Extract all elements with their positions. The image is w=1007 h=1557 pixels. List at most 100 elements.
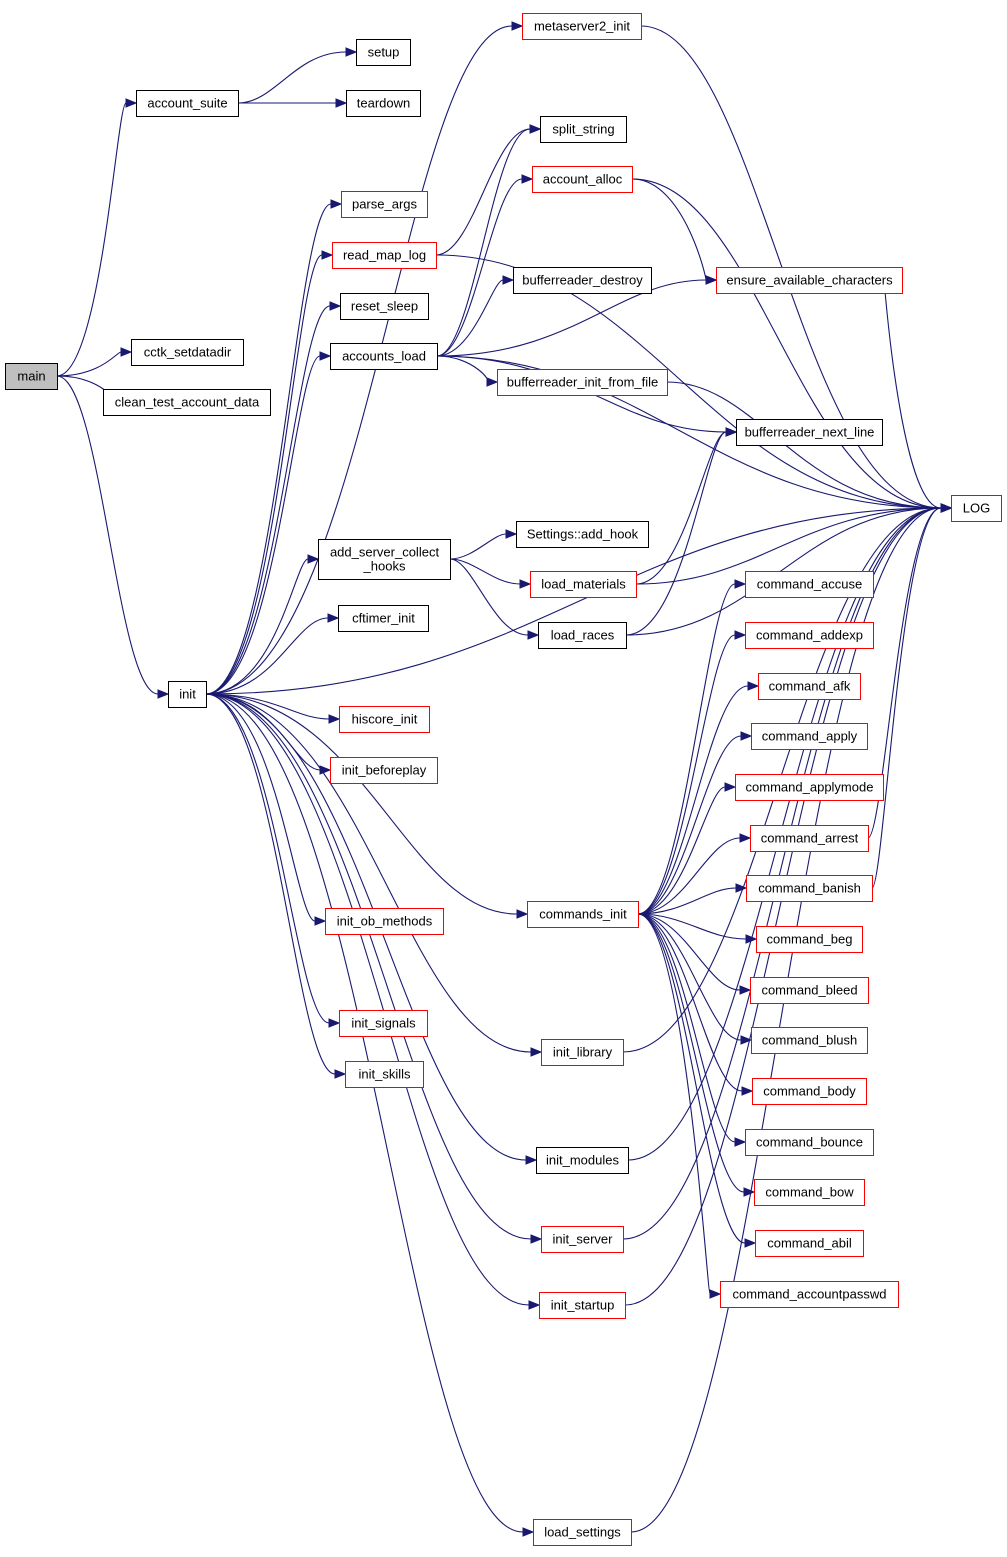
node-init-signals[interactable]: init_signals xyxy=(339,1010,428,1037)
node-load-settings[interactable]: load_settings xyxy=(533,1519,632,1546)
node-accounts-load[interactable]: accounts_load xyxy=(330,343,438,370)
node-box xyxy=(530,571,637,598)
node-init-server[interactable]: init_server xyxy=(541,1226,624,1253)
arrowhead-accounts_load-to-split_string xyxy=(529,124,542,134)
node-box xyxy=(538,622,627,649)
edge-commands_init-to-command_bounce xyxy=(637,913,736,1143)
node-cctk-setdatadir[interactable]: cctk_setdatadir xyxy=(131,339,244,366)
node-bufferreader-next-line[interactable]: bufferreader_next_line xyxy=(736,419,883,446)
node-label: Settings::add_hook xyxy=(527,527,639,542)
node-command-applymode[interactable]: command_applymode xyxy=(735,774,884,801)
node-bufferreader-destroy[interactable]: bufferreader_destroy xyxy=(513,267,652,294)
node-bufferreader-init-from-file[interactable]: bufferreader_init_from_file xyxy=(497,369,668,396)
node-main[interactable]: main xyxy=(5,363,58,390)
node-command-apply[interactable]: command_apply xyxy=(751,723,868,750)
node-box xyxy=(755,1230,864,1257)
node-box xyxy=(754,1179,865,1206)
node-load-materials[interactable]: load_materials xyxy=(530,571,637,598)
node-init-ob-methods[interactable]: init_ob_methods xyxy=(325,908,444,935)
edge-commands_init-to-command_accuse xyxy=(637,583,736,915)
edge-accounts_load-to-split_string xyxy=(436,128,531,357)
node-read-map-log[interactable]: read_map_log xyxy=(332,242,437,269)
edge-init-to-init_library xyxy=(205,693,532,1053)
node-box xyxy=(751,723,868,750)
node-command-blush[interactable]: command_blush xyxy=(751,1027,868,1054)
node-label: split_string xyxy=(552,122,614,137)
node-commands-init[interactable]: commands_init xyxy=(527,901,639,928)
node-command-arrest[interactable]: command_arrest xyxy=(750,825,869,852)
edge-commands_init-to-command_arrest xyxy=(637,837,741,915)
edge-init-to-cftimer_init xyxy=(205,617,329,695)
edge-read_map_log-to-split_string xyxy=(435,128,531,256)
node-account-suite[interactable]: account_suite xyxy=(136,90,239,117)
node-reset-sleep[interactable]: reset_sleep xyxy=(340,293,429,320)
arrowhead-commands_init-to-command_bleed xyxy=(739,985,752,995)
node-box xyxy=(745,1129,874,1156)
node-init-modules[interactable]: init_modules xyxy=(536,1147,629,1174)
node-command-bounce[interactable]: command_bounce xyxy=(745,1129,874,1156)
arrowhead-load_races-to-bufferreader_next_line xyxy=(725,427,738,437)
node-teardown[interactable]: teardown xyxy=(346,90,421,117)
node-command-addexp[interactable]: command_addexp xyxy=(745,622,874,649)
node-command-afk[interactable]: command_afk xyxy=(758,673,861,700)
node-ensure-available-characters[interactable]: ensure_available_characters xyxy=(716,267,903,294)
edge-commands_init-to-command_abil xyxy=(637,913,746,1244)
node-command-beg[interactable]: command_beg xyxy=(756,926,863,953)
node-settings-add-hook[interactable]: Settings::add_hook xyxy=(516,521,649,548)
edge-commands_init-to-command_blush xyxy=(637,913,742,1041)
node-setup[interactable]: setup xyxy=(356,39,411,66)
node-box xyxy=(533,1519,632,1546)
node-box xyxy=(756,926,863,953)
arrowhead-commands_init-to-command_accuse xyxy=(734,579,747,589)
edge-commands_init-to-command_applymode xyxy=(637,786,726,915)
node-box xyxy=(356,39,411,66)
node-init-library[interactable]: init_library xyxy=(541,1039,624,1066)
node-command-body[interactable]: command_body xyxy=(752,1078,867,1105)
arrowhead-accounts_load-to-ensure_available_characters xyxy=(705,275,718,285)
edge-load_materials-to-LOG xyxy=(635,507,942,585)
node-init[interactable]: init xyxy=(168,681,207,708)
node-box xyxy=(758,673,861,700)
arrowhead-load_settings-to-LOG xyxy=(940,503,953,513)
node-account-alloc[interactable]: account_alloc xyxy=(532,166,633,193)
node-command-bleed[interactable]: command_bleed xyxy=(750,977,869,1004)
edge-add_server_collect_hooks-to-load_materials xyxy=(449,558,521,585)
node-label: main xyxy=(17,369,45,384)
node-box xyxy=(541,1226,624,1253)
node-label: ensure_available_characters xyxy=(726,273,893,288)
node-load-races[interactable]: load_races xyxy=(538,622,627,649)
node-LOG[interactable]: LOG xyxy=(951,495,1002,522)
node-label: init_startup xyxy=(551,1298,615,1313)
node-cftimer-init[interactable]: cftimer_init xyxy=(338,605,429,632)
edge-accounts_load-to-ensure_available_characters xyxy=(436,279,707,357)
node-label: load_materials xyxy=(541,577,626,592)
node-init-skills[interactable]: init_skills xyxy=(345,1061,424,1088)
node-clean-test-account-data[interactable]: clean_test_account_data xyxy=(103,389,271,416)
node-label: parse_args xyxy=(352,197,418,212)
node-command-banish[interactable]: command_banish xyxy=(746,875,873,902)
edge-commands_init-to-command_apply xyxy=(637,735,742,915)
edge-command_arrest-to-LOG xyxy=(867,507,942,839)
node-init-beforeplay[interactable]: init_beforeplay xyxy=(330,757,438,784)
node-add-server-collect-hooks[interactable]: add_server_collect_hooks xyxy=(318,539,451,580)
arrowhead-account_suite-to-teardown xyxy=(335,98,348,108)
node-hiscore-init[interactable]: hiscore_init xyxy=(339,706,430,733)
node-label: init_server xyxy=(553,1232,614,1247)
node-command-accuse[interactable]: command_accuse xyxy=(745,571,874,598)
node-label: account_alloc xyxy=(543,172,623,187)
node-label: accounts_load xyxy=(342,349,426,364)
arrowhead-commands_init-to-command_apply xyxy=(740,731,753,741)
node-command-accountpasswd[interactable]: command_accountpasswd xyxy=(720,1281,899,1308)
arrowhead-account_suite-to-setup xyxy=(345,47,358,57)
node-box xyxy=(746,875,873,902)
node-split-string[interactable]: split_string xyxy=(540,116,627,143)
node-box xyxy=(330,343,438,370)
node-metaserver2-init[interactable]: metaserver2_init xyxy=(522,13,642,40)
node-init-startup[interactable]: init_startup xyxy=(539,1292,626,1319)
node-command-abil[interactable]: command_abil xyxy=(755,1230,864,1257)
node-command-bow[interactable]: command_bow xyxy=(754,1179,865,1206)
node-label: bufferreader_next_line xyxy=(745,425,875,440)
arrowhead-init-to-metaserver2_init xyxy=(511,21,524,31)
edge-ensure_available_characters-to-LOG xyxy=(883,279,942,509)
node-parse-args[interactable]: parse_args xyxy=(341,191,428,218)
